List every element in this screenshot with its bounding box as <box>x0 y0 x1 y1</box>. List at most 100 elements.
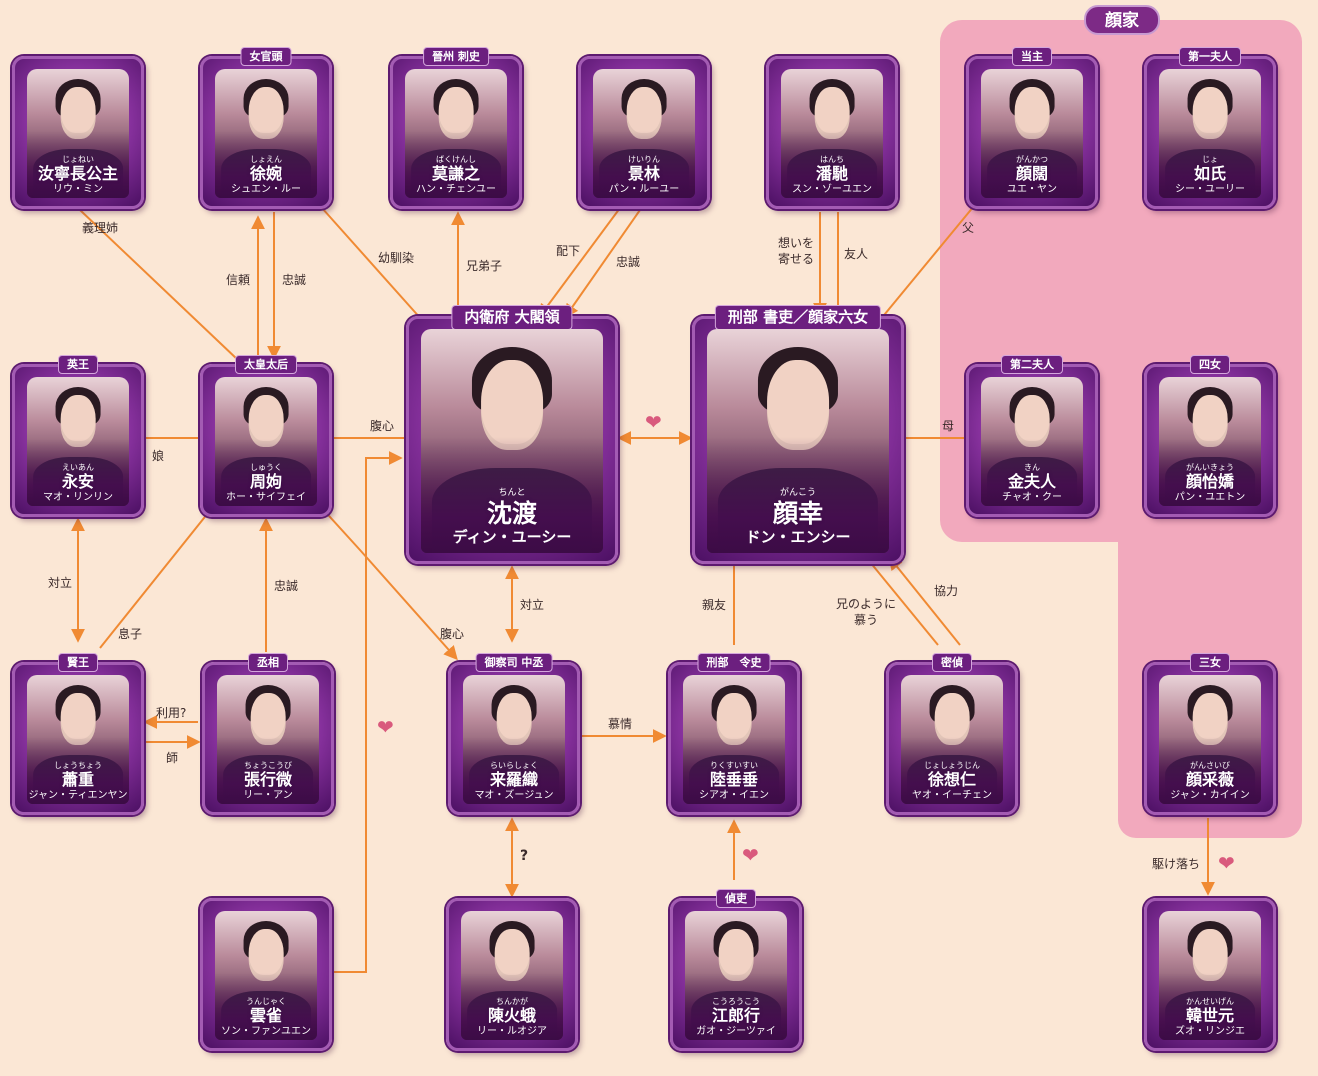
line-xu-yan-brother <box>869 561 939 646</box>
actor-name: ズオ・リンジエ <box>1175 1026 1245 1037</box>
relation-label: 利用? <box>156 706 187 720</box>
role-tag: 丞相 <box>248 653 288 672</box>
character-name: 永安 <box>61 472 94 491</box>
card-chen-hue[interactable]: ちんかが陳火蛾リー・ルオジア <box>446 898 578 1051</box>
line-jing-shen-sub <box>538 207 621 319</box>
role-tag: 第一夫人 <box>1179 47 1241 66</box>
card-zhou-xu[interactable]: 太皇太后 しゅうく周姁ホー・サイフェイ <box>200 355 332 517</box>
heart-icon: ❤ <box>377 715 394 739</box>
portrait <box>1159 911 1261 1040</box>
role-tag: 当主 <box>1012 47 1052 66</box>
role-tag: 刑部 書吏／顔家六女 <box>714 305 882 330</box>
card-jin-furen[interactable]: 第二夫人 きん金夫人チャオ・クー <box>966 355 1098 517</box>
character-name: 顔幸 <box>772 499 823 528</box>
actor-name: パン・ユエトン <box>1174 492 1246 503</box>
character-name: 周姁 <box>249 472 282 491</box>
actor-name: シュエン・ルー <box>231 184 301 195</box>
card-jiang-langxing[interactable]: 偵吏 こうろうこう江郎行ガオ・ジーツァイ <box>670 889 802 1051</box>
relation-label: 娘 <box>152 449 165 463</box>
character-name: 景林 <box>627 164 660 183</box>
character-name: 雲雀 <box>249 1006 282 1025</box>
character-name: 陳火蛾 <box>487 1006 536 1025</box>
card-han-shiyuan[interactable]: かんせいげん韓世元ズオ・リンジエ <box>1144 898 1276 1051</box>
card-mo-qianzhi[interactable]: 晉州 刺史 ばくけんし莫謙之ハン・チェンユー <box>390 47 522 209</box>
character-name: 陸垂垂 <box>709 770 758 789</box>
actor-name: ユエ・ヤン <box>1007 184 1057 195</box>
relation-label: 忠誠 <box>616 255 641 269</box>
role-tag: 女官頭 <box>240 47 292 66</box>
role-tag: 第二夫人 <box>1001 355 1063 374</box>
relation-label: 腹心 <box>370 419 395 433</box>
card-yan-caiwei[interactable]: 三女 がんさいび顔采薇ジャン・カイイン <box>1144 653 1276 815</box>
portrait <box>463 675 565 804</box>
card-yan-yijiao[interactable]: 四女 がんいきょう顔怡嬌パン・ユエトン <box>1144 355 1276 517</box>
actor-name: リー・アン <box>243 790 293 801</box>
actor-name: パン・ルーユー <box>608 184 680 195</box>
actor-name: マオ・ズージュン <box>474 790 554 801</box>
actor-name: リー・ルオジア <box>477 1026 547 1037</box>
character-name: 張行微 <box>243 770 292 789</box>
card-lu-chuichui[interactable]: 刑部 令史 りくすいすい陸垂垂シアオ・イエン <box>668 653 800 815</box>
relation-label: 幼馴染 <box>378 251 415 265</box>
character-name: 徐想仁 <box>927 770 976 789</box>
card-ru-ning[interactable]: じょねい汝寧長公主リウ・ミン <box>12 56 144 209</box>
card-yun-que[interactable]: うんじゃく雲雀ソン・ファンユエン <box>200 898 332 1051</box>
heart-icon: ❤ <box>1218 851 1235 875</box>
card-yan-xing[interactable]: 刑部 書吏／顔家六女 がんこう顔幸ドン・エンシー <box>692 305 904 564</box>
relation-label: 息子 <box>118 627 143 641</box>
relation-label: 父 <box>962 221 975 235</box>
card-xu-xiangren[interactable]: 密偵 じょしょうじん徐想仁ヤオ・イーチェン <box>886 653 1018 815</box>
heart-icon: ❤ <box>645 410 662 434</box>
relation-label: 母 <box>942 419 955 433</box>
card-shen-du[interactable]: 内衛府 大閣領 ちんと沈渡ディン・ユーシー <box>406 305 618 564</box>
card-zhang-xingwei[interactable]: 丞相 ちょうこうび張行微リー・アン <box>202 653 334 815</box>
card-pan-chi[interactable]: はんち潘馳スン・ゾーユエン <box>766 56 898 209</box>
line-xuxiang-yan <box>888 555 961 646</box>
relation-label: 兄のように慕う <box>836 597 897 627</box>
card-xiao-zhong[interactable]: 賢王 しょうちょう蕭重ジャン・ティエンヤン <box>12 653 144 815</box>
character-name: 蕭重 <box>61 770 94 789</box>
relation-label: 親友 <box>702 598 727 612</box>
line-jing-shen-loyal <box>564 209 641 319</box>
card-yan-kuo[interactable]: 当主 がんかつ顔闊ユエ・ヤン <box>966 47 1098 209</box>
portrait <box>217 675 319 804</box>
relation-label: 信頼 <box>226 273 251 287</box>
actor-name: ガオ・ジーツァイ <box>696 1026 776 1037</box>
relation-label: 友人 <box>844 247 869 261</box>
portrait <box>215 69 317 198</box>
actor-name: ホー・サイフェイ <box>226 492 306 503</box>
role-tag: 四女 <box>1190 355 1230 374</box>
character-name: 顔怡嬌 <box>1185 472 1234 491</box>
card-yong-an[interactable]: 英王 えいあん永安マオ・リンリン <box>12 355 144 517</box>
relation-label: 駆け落ち <box>1152 857 1201 871</box>
role-tag: 英王 <box>58 355 98 374</box>
portrait <box>981 377 1083 506</box>
family-title: 顔家 <box>1084 5 1160 35</box>
portrait <box>405 69 507 198</box>
card-lai-luozhi[interactable]: 御察司 中丞 らいらしょく来羅織マオ・ズージュン <box>448 653 580 815</box>
actor-name: ジャン・カイイン <box>1170 790 1250 801</box>
character-name: 如氏 <box>1193 164 1226 183</box>
role-tag: 賢王 <box>58 653 98 672</box>
card-ru-shi[interactable]: 第一夫人 じょ如氏シー・ユーリー <box>1144 47 1276 209</box>
actor-name: チャオ・クー <box>1002 492 1062 503</box>
role-tag: 内衛府 大閣領 <box>451 305 573 330</box>
role-tag: 太皇太后 <box>235 355 297 374</box>
actor-name: ジャン・ティエンヤン <box>28 790 128 801</box>
portrait <box>1159 377 1261 506</box>
character-name: 顔采薇 <box>1185 770 1234 789</box>
character-name: 汝寧長公主 <box>37 164 118 183</box>
card-jing-lin[interactable]: けいりん景林パン・ルーユー <box>578 56 710 209</box>
relation-label: 対立 <box>520 598 545 612</box>
character-name: 金夫人 <box>1007 472 1056 491</box>
portrait <box>461 911 563 1040</box>
portrait <box>421 329 603 553</box>
relation-label: 師 <box>166 751 179 765</box>
portrait <box>781 69 883 198</box>
card-xu-wan[interactable]: 女官頭 しょえん徐婉シュエン・ルー <box>200 47 332 209</box>
line-ruling-zhou <box>79 209 239 361</box>
portrait <box>215 377 317 506</box>
actor-name: ヤオ・イーチェン <box>912 790 992 801</box>
character-name: 顔闊 <box>1015 164 1048 183</box>
